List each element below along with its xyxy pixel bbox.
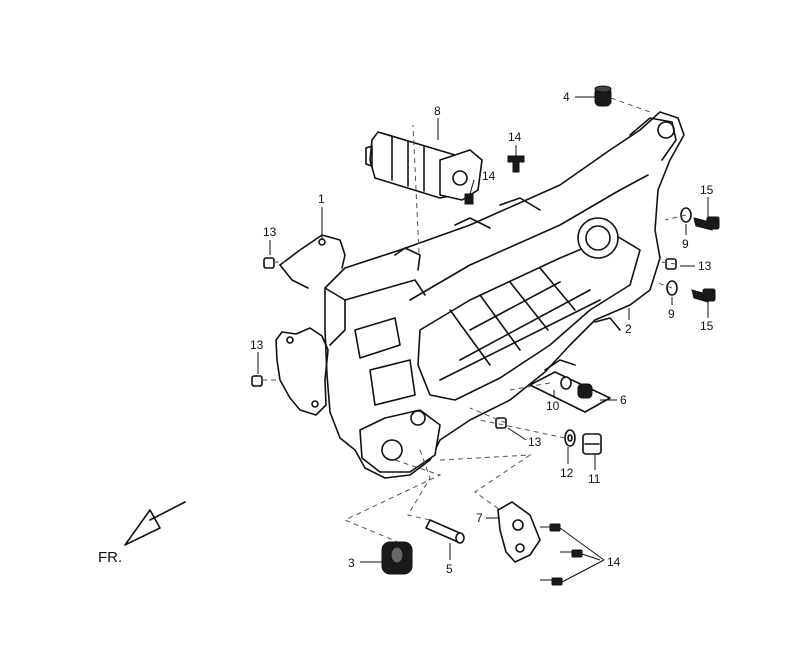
- callout-leaders: [257, 96, 709, 583]
- dowel-13-top-left: [263, 257, 275, 269]
- washer-10: [560, 376, 572, 390]
- callout-12: 12: [560, 466, 574, 480]
- starter-motor: [365, 131, 483, 201]
- callout-7: 7: [476, 511, 483, 525]
- callout-6: 6: [620, 393, 627, 407]
- crankcase: [324, 111, 685, 479]
- bolt-14-upper: [507, 155, 525, 173]
- callout-8: 8: [434, 104, 441, 118]
- callout-2: 2: [625, 322, 632, 336]
- callout-9-lower: 9: [668, 307, 675, 321]
- callout-13-mid-left: 13: [250, 338, 264, 352]
- bushing-6: [577, 383, 593, 399]
- direction-label: FR.: [98, 549, 122, 566]
- bushing-top: [594, 85, 612, 107]
- callout-10: 10: [546, 399, 560, 413]
- front-direction-arrow: [124, 501, 186, 546]
- dowel-13-mid-left: [251, 375, 263, 387]
- callout-13-top-left: 13: [263, 225, 277, 239]
- washer-12: [564, 429, 576, 447]
- callout-5: 5: [446, 562, 453, 576]
- gasket: [275, 234, 346, 416]
- callout-14-starter: 14: [482, 169, 496, 183]
- callout-labels: 1 2 3 4 5 6 7 8 9 9 10 11 12 13 13 13 13…: [250, 90, 714, 576]
- callout-4: 4: [563, 90, 570, 104]
- callout-13-lower: 13: [528, 435, 542, 449]
- bolts-14-lower: [540, 523, 583, 586]
- callout-1: 1: [318, 192, 325, 206]
- plate-6: [529, 371, 611, 413]
- callout-14-lower: 14: [607, 555, 621, 569]
- callout-9-upper: 9: [682, 237, 689, 251]
- callout-14-upper: 14: [508, 130, 522, 144]
- callout-13-right: 13: [698, 259, 712, 273]
- drain-bolt-11: [582, 433, 602, 455]
- callout-15-upper: 15: [700, 183, 714, 197]
- callout-3: 3: [348, 556, 355, 570]
- bolt-15-lower: [691, 288, 716, 303]
- bushing-3: [381, 541, 413, 575]
- assembly-lines: [262, 97, 687, 543]
- bolt-15-upper: [693, 216, 720, 231]
- callout-11: 11: [588, 472, 601, 486]
- callout-15-lower: 15: [700, 319, 714, 333]
- pin-5: [425, 519, 465, 544]
- bracket-7: [497, 501, 541, 563]
- bolt-14-starter: [464, 193, 474, 205]
